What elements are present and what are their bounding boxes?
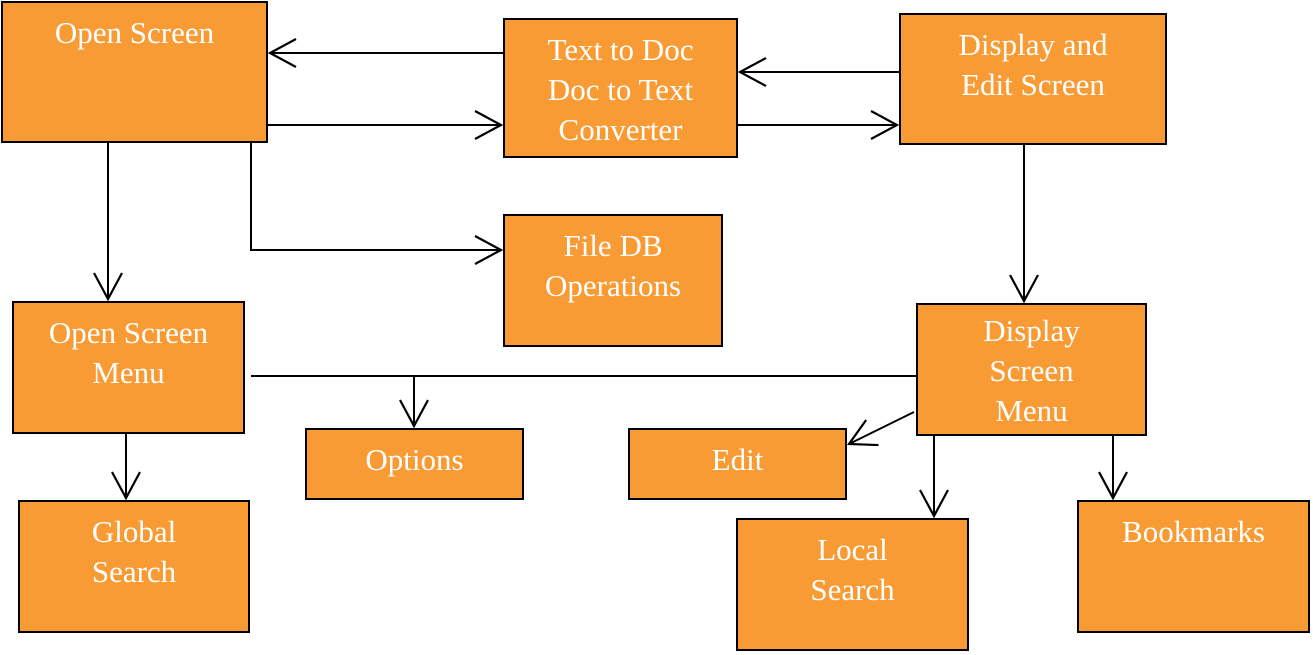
file-db-label-line-1: File DB — [563, 228, 663, 263]
edge-converter-to-open-screen-arrowhead — [267, 38, 297, 68]
converter-box: Text to Doc Doc to Text Converter — [503, 18, 738, 158]
edge-display-edit-to-converter-arrowhead — [737, 57, 767, 87]
display-screen-menu-box: Display Screen Menu — [916, 303, 1147, 436]
edge-display-edit-to-display-menu-arrowhead — [1009, 274, 1039, 304]
edge-open-screen-to-open-menu-arrowhead — [93, 272, 123, 302]
open-menu-label-line-1: Open Screen — [48, 315, 209, 350]
bookmarks-label: Bookmarks — [1122, 514, 1265, 549]
edge-display-menu-to-bookmarks-arrowhead — [1098, 471, 1128, 501]
display-menu-label-line-1: Display — [983, 313, 1080, 348]
display-edit-screen-box: Display and Edit Screen — [899, 13, 1167, 145]
converter-label-line-1: Text to Doc — [547, 32, 694, 67]
global-search-label-line-1: Global — [91, 514, 177, 549]
options-label: Options — [365, 442, 464, 477]
open-screen-menu-box: Open Screen Menu — [12, 301, 245, 434]
local-search-box: Local Search — [736, 518, 969, 651]
edge-display-menu-to-local-search-arrowhead — [919, 489, 949, 519]
converter-label-line-2: Doc to Text — [547, 72, 694, 107]
edge-converter-to-display-edit-arrowhead — [870, 110, 900, 140]
local-search-label-line-2: Search — [810, 572, 895, 607]
edit-label: Edit — [711, 442, 764, 477]
edge-open-screen-to-converter-arrowhead — [474, 110, 504, 140]
display-menu-label-line-2: Screen — [989, 353, 1074, 388]
display-menu-label-line-3: Menu — [995, 393, 1068, 428]
local-search-label-line-1: Local — [817, 532, 888, 567]
global-search-box: Global Search — [18, 500, 250, 633]
edge-display-menu-to-edit — [848, 411, 915, 445]
global-search-label-line-2: Search — [91, 554, 177, 589]
converter-label-line-3: Converter — [558, 112, 683, 147]
options-box: Options — [305, 428, 524, 500]
edge-open-screen-to-file-db — [250, 143, 501, 251]
display-edit-label-line-2: Edit Screen — [961, 67, 1105, 102]
edge-open-menu-to-global-search-arrowhead — [111, 471, 141, 501]
edge-display-menu-to-options-arrowhead — [399, 399, 429, 429]
open-menu-label-line-2: Menu — [92, 355, 165, 390]
open-screen-label: Open Screen — [54, 15, 215, 50]
display-edit-label-line-1: Display and — [958, 27, 1108, 62]
bookmarks-box: Bookmarks — [1077, 500, 1310, 633]
open-screen-box: Open Screen — [1, 1, 268, 143]
edge-display-menu-to-edit-arrowhead — [846, 419, 879, 447]
file-db-operations-box: File DB Operations — [503, 214, 723, 347]
edit-box: Edit — [628, 428, 847, 500]
edge-open-screen-to-file-db-arrowhead — [474, 235, 504, 265]
file-db-label-line-2: Operations — [544, 268, 682, 303]
